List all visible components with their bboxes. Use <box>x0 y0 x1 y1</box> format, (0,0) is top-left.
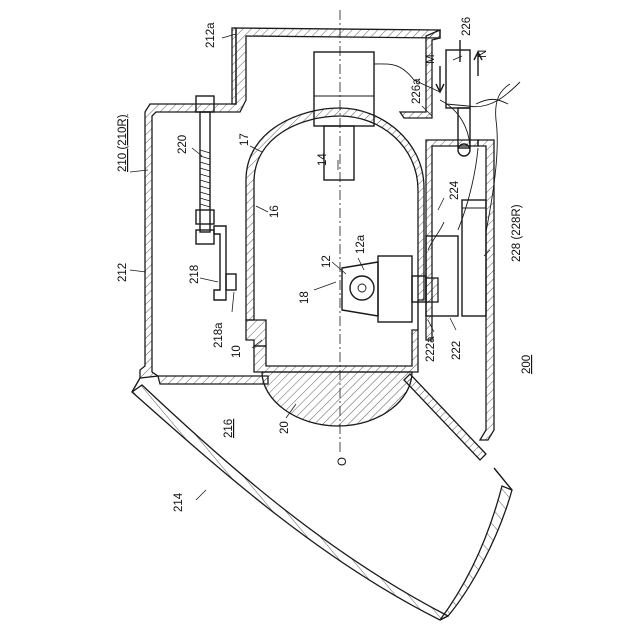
lamp-unit-10 <box>246 108 424 372</box>
label-18: 18 <box>299 291 311 304</box>
label-216: 216 <box>223 419 235 438</box>
label-200: 200 <box>521 355 533 374</box>
label-16: 16 <box>269 205 281 218</box>
label-n: N <box>477 50 489 58</box>
label-222: 222 <box>451 341 463 360</box>
label-222a: 222a <box>425 336 437 362</box>
label-218a: 218a <box>213 322 225 348</box>
bracket-218 <box>214 226 236 300</box>
label-226a: 226a <box>411 78 423 104</box>
label-m: M <box>425 54 437 64</box>
projection-lens-20 <box>262 372 412 426</box>
shade-mechanism-18 <box>342 256 426 322</box>
label-o: O <box>337 457 349 466</box>
label-218: 218 <box>189 265 201 284</box>
label-12: 12 <box>321 255 333 268</box>
label-210: 210 (210R) <box>117 114 129 172</box>
label-20: 20 <box>279 421 291 434</box>
label-10: 10 <box>231 345 243 358</box>
label-220: 220 <box>177 135 189 154</box>
control-unit-228 <box>462 200 486 316</box>
label-17: 17 <box>239 133 251 146</box>
label-226: 226 <box>461 17 473 36</box>
wiring <box>428 82 520 250</box>
label-228: 228 (228R) <box>511 204 523 262</box>
label-212: 212 <box>117 263 129 282</box>
label-14: 14 <box>317 153 329 166</box>
label-212a: 212a <box>205 22 217 48</box>
label-214: 214 <box>173 492 185 512</box>
housing-212 <box>140 28 440 384</box>
label-224: 224 <box>449 180 461 200</box>
aiming-screw-220 <box>196 96 214 244</box>
label-12a: 12a <box>355 234 367 254</box>
